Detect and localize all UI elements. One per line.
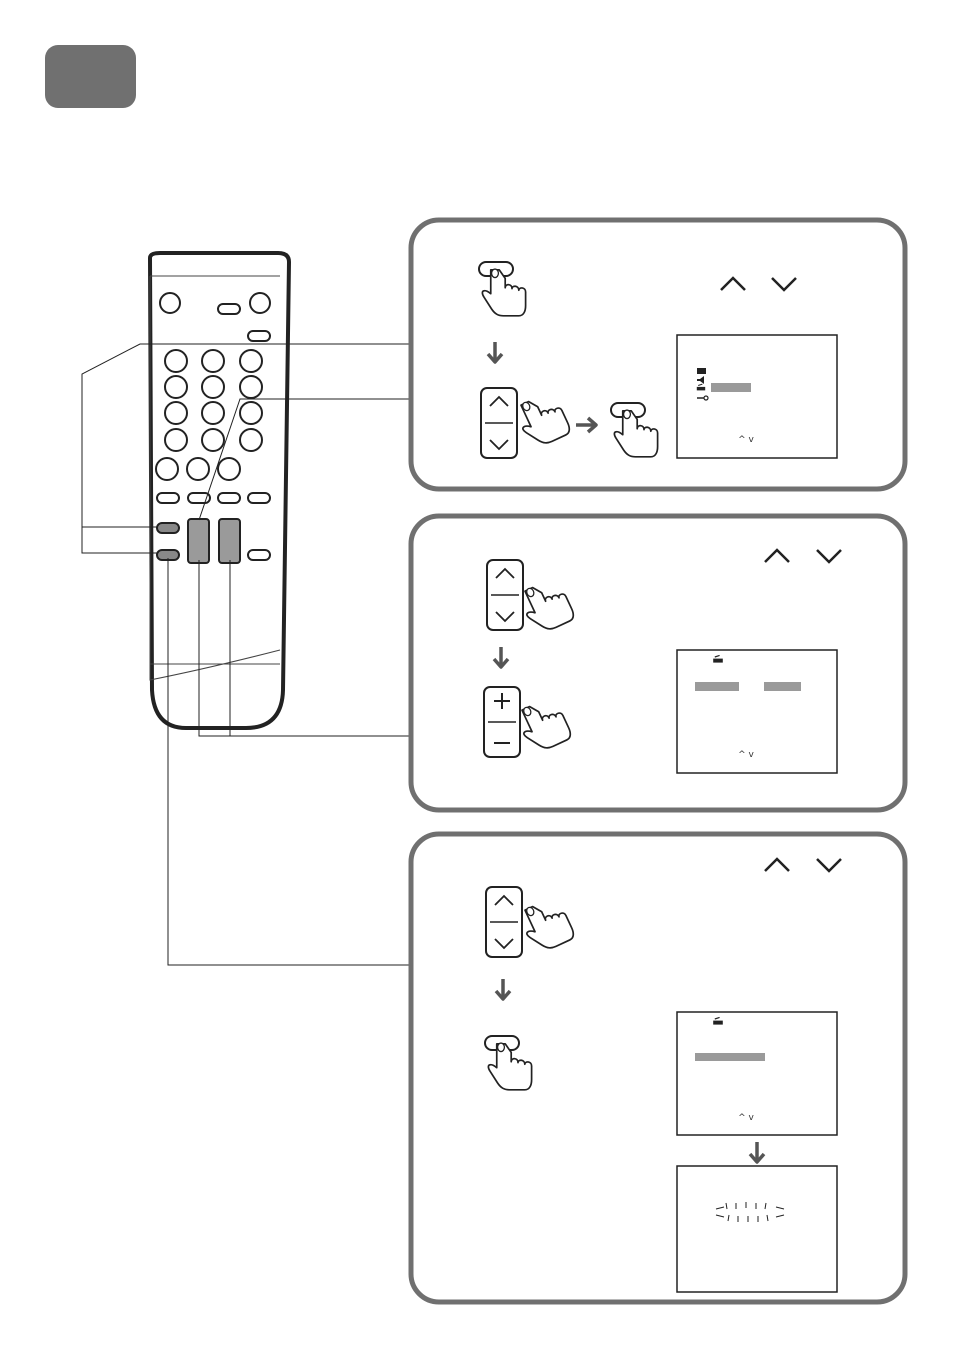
selected-item-highlight bbox=[695, 1053, 765, 1061]
step-panel-3: ^ v bbox=[411, 834, 905, 1302]
number-key[interactable] bbox=[165, 402, 187, 424]
selected-item-highlight bbox=[695, 682, 739, 691]
remote-small-button[interactable] bbox=[218, 304, 240, 314]
tv-screen-confirm: ^ v bbox=[677, 1012, 837, 1135]
tv-screen-menu: ^ v bbox=[677, 335, 837, 458]
selected-value-highlight bbox=[764, 682, 801, 691]
remote-up-down-key[interactable] bbox=[188, 519, 209, 563]
function-key[interactable] bbox=[157, 493, 179, 503]
number-key[interactable] bbox=[240, 376, 262, 398]
number-key[interactable] bbox=[218, 458, 240, 480]
step-number-tab bbox=[45, 45, 136, 108]
number-key[interactable] bbox=[165, 350, 187, 372]
remote-mute-button[interactable] bbox=[248, 331, 270, 341]
remote-tv-button[interactable] bbox=[250, 293, 270, 313]
function-key[interactable] bbox=[248, 493, 270, 503]
remote-plus-minus-key[interactable] bbox=[219, 519, 240, 563]
step-panel-1: ^ v bbox=[411, 220, 905, 489]
picture-icon bbox=[697, 368, 706, 374]
screen-nav-hint: ^ v bbox=[738, 750, 754, 760]
tv-screen-adjust: ^ v bbox=[677, 650, 837, 773]
number-key[interactable] bbox=[165, 429, 187, 451]
screen-nav-hint: ^ v bbox=[738, 435, 754, 445]
screen-nav-hint: ^ v bbox=[738, 1113, 754, 1123]
number-key[interactable] bbox=[202, 429, 224, 451]
remote-power-button[interactable] bbox=[160, 293, 180, 313]
step-panel-2: ^ v bbox=[411, 516, 905, 810]
number-key[interactable] bbox=[240, 429, 262, 451]
number-key[interactable] bbox=[187, 458, 209, 480]
menu-selection-highlight bbox=[711, 383, 751, 392]
number-key[interactable] bbox=[240, 350, 262, 372]
number-key[interactable] bbox=[202, 350, 224, 372]
remote-menu-button[interactable] bbox=[157, 523, 179, 533]
number-key[interactable] bbox=[156, 458, 178, 480]
function-key[interactable] bbox=[218, 493, 240, 503]
number-key[interactable] bbox=[202, 402, 224, 424]
number-key[interactable] bbox=[165, 376, 187, 398]
tv-screen-result bbox=[677, 1166, 837, 1292]
remote-extra-button[interactable] bbox=[248, 550, 270, 560]
number-key[interactable] bbox=[240, 402, 262, 424]
number-key[interactable] bbox=[202, 376, 224, 398]
remote-control bbox=[150, 253, 289, 728]
